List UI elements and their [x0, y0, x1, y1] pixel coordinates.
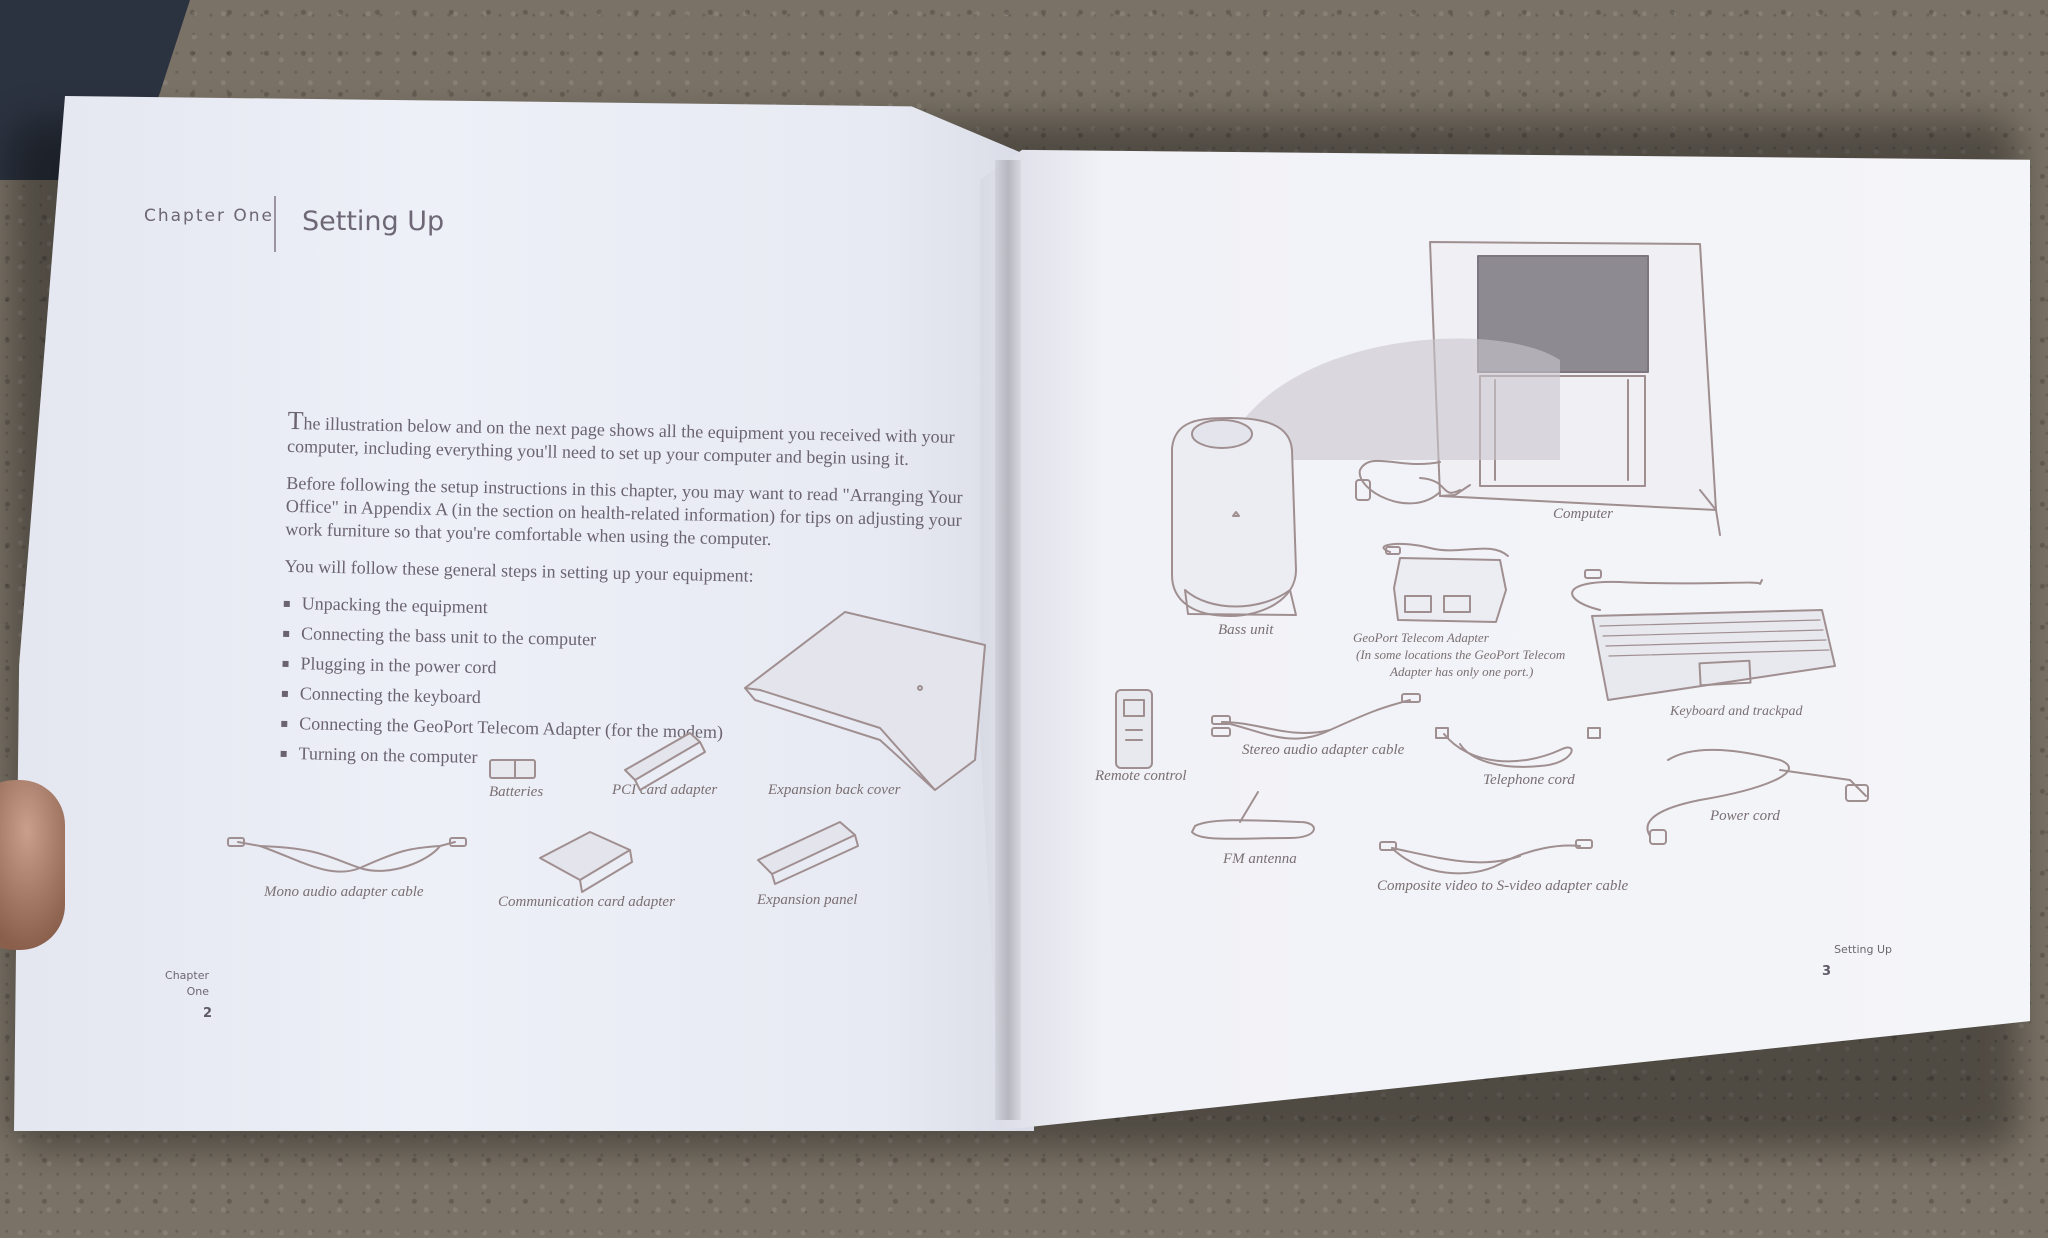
communication-card-adapter-illustration [539, 831, 633, 893]
batteries-illustration [489, 759, 536, 779]
keyboard-trackpad-illustration [1571, 569, 1836, 701]
footer-chapter-line2: One [186, 985, 209, 998]
caption-bass-unit: Bass unit [1218, 622, 1274, 638]
caption-fm-antenna: FM antenna [1223, 851, 1297, 867]
caption-geoport-1: GeoPort Telecom Adapter [1353, 630, 1489, 645]
bass-unit-illustration [1171, 417, 1297, 617]
footer-chapter-line1: Chapter [165, 969, 209, 982]
power-adapter-cable-illustration [1355, 459, 1441, 505]
caption-geoport-2: (In some locations the GeoPort Telecom [1356, 647, 1566, 662]
caption-communication-card-adapter: Communication card adapter [498, 894, 675, 910]
page-number-right: 3 [1822, 964, 1832, 979]
chapter-title: Setting Up [302, 206, 445, 237]
mono-audio-cable-illustration [227, 837, 467, 873]
caption-stereo-audio-adapter-cable: Stereo audio adapter cable [1242, 742, 1405, 758]
footer-title: Setting Up [1834, 943, 1892, 956]
caption-telephone-cord: Telephone cord [1483, 772, 1575, 788]
telephone-cord-illustration [1435, 727, 1601, 768]
fm-antenna-illustration [1191, 791, 1315, 840]
caption-expansion-back-cover: Expansion back cover [768, 782, 901, 798]
left-page: Chapter One Setting Up The illustration … [14, 96, 1034, 1131]
remote-control-illustration [1115, 689, 1153, 769]
power-cord-illustration [1646, 748, 1869, 845]
caption-geoport-3: Adapter has only one port.) [1390, 664, 1534, 679]
caption-composite-video-cable: Composite video to S-video adapter cable [1377, 878, 1629, 894]
caption-computer: Computer [1553, 506, 1613, 522]
thumb [0, 780, 65, 950]
caption-expansion-panel: Expansion panel [757, 892, 858, 908]
page-number-left: 2 [203, 1006, 213, 1021]
chapter-divider [274, 196, 276, 252]
expansion-panel-illustration [757, 821, 859, 885]
caption-batteries: Batteries [489, 784, 544, 800]
caption-mono-audio-adapter-cable: Mono audio adapter cable [264, 884, 424, 900]
computer-shadow-illustration [1230, 338, 1560, 460]
caption-keyboard-and-trackpad: Keyboard and trackpad [1670, 704, 1803, 719]
footer-chapter: Chapter One [164, 968, 209, 1000]
geoport-adapter-illustration [1382, 542, 1509, 623]
pci-card-adapter-illustration [624, 732, 706, 791]
book-gutter [995, 160, 1021, 1120]
composite-video-cable-illustration [1379, 839, 1593, 875]
stereo-audio-cable-illustration [1211, 693, 1421, 740]
caption-power-cord: Power cord [1710, 808, 1780, 824]
chapter-label: Chapter One [144, 206, 274, 226]
expansion-back-cover-illustration [744, 611, 986, 791]
caption-remote-control: Remote control [1095, 768, 1187, 784]
